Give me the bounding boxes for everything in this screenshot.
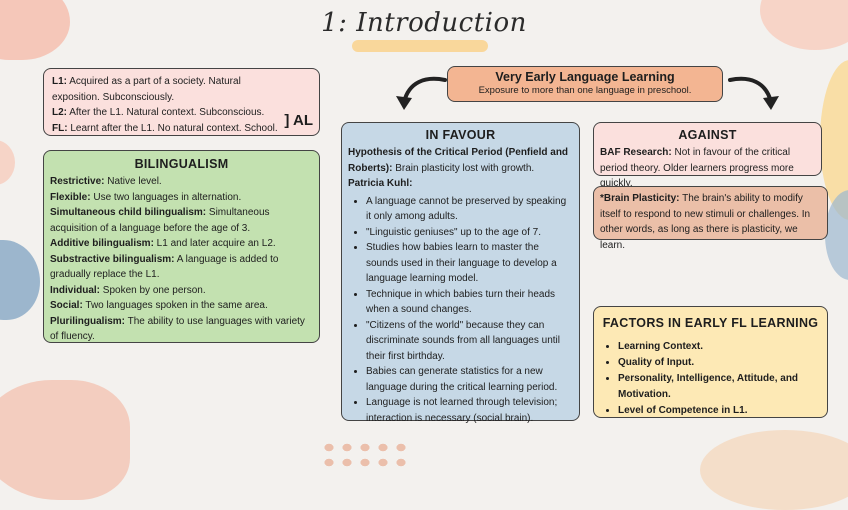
al-item-term: L1: [52,76,67,87]
al-item: L2: After the L1. Natural context. Subco… [52,105,282,121]
al-item: FL: Learnt after the L1. No natural cont… [52,121,282,137]
bilingualism-item-text: Spoken by one person. [100,284,206,296]
favour-bullet: Studies how babies learn to master the s… [366,240,573,287]
al-item-term: L2: [52,107,67,118]
against-term: BAF Research: [600,147,672,159]
favour-bullet: Technique in which babies turn their hea… [366,287,573,318]
factor-item: Level of Competence in L1. [618,403,821,419]
bilingualism-item: Social: Two languages spoken in the same… [50,298,313,314]
factor-item: Learning Context. [618,339,821,355]
factor-item: Personality, Intelligence, Attitude, and… [618,371,821,403]
bilingualism-item: Flexible: Use two languages in alternati… [50,190,313,206]
favour-bullet: "Linguistic geniuses" up to the age of 7… [366,225,573,241]
page-title: 1: Introduction [321,8,527,38]
favour-bullet: A language cannot be preserved by speaki… [366,194,573,225]
al-item-text: After the L1. Natural context. Subconsci… [67,107,265,118]
against-text: BAF Research: Not in favour of the criti… [600,145,815,192]
against-box: AGAINST BAF Research: Not in favour of t… [593,122,822,189]
bilingualism-item: Individual: Spoken by one person. [50,283,313,299]
bilingualism-item-term: Flexible: [50,191,91,203]
bilingualism-item: Simultaneous child bilingualism: Simulta… [50,205,313,236]
arrow-left-icon [396,76,447,110]
favour-bullet: Babies can generate statistics for a new… [366,364,573,395]
bilingualism-item-text: Use two languages in alternation. [90,191,242,203]
bilingualism-item-term: Substractive bilingualism: [50,253,175,265]
bilingualism-item: Substractive bilingualism: A language is… [50,252,313,283]
factor-item: Quality of Input. [618,355,821,371]
decor-blob-bottom-right [700,430,848,510]
against-title: AGAINST [678,128,737,142]
decor-blob-left-blue [0,240,40,320]
al-item-text: Acquired as a part of a society. Natural… [52,76,241,103]
bilingualism-item-term: Additive bilingualism: [50,238,154,250]
bilingualism-item-term: Social: [50,300,83,312]
center-subtitle: Exposure to more than one language in pr… [478,85,692,97]
plasticity-term: *Brain Plasticity: [600,193,680,204]
al-items: L1: Acquired as a part of a society. Nat… [52,74,282,136]
arrow-right-icon [728,76,779,110]
in-favour-title: IN FAVOUR [425,128,496,142]
al-item-text: Learnt after the L1. No natural context.… [67,122,278,134]
plasticity-desc: The brain's ability to modify itself to … [600,193,811,251]
bilingualism-box: BILINGUALISM Restrictive: Native level.F… [43,150,320,343]
bilingualism-item-term: Simultaneous child bilingualism: [50,207,207,219]
bilingualism-item-text: The ability to use languages with variet… [50,315,305,343]
bilingualism-item-text: A language is added to gradually replace… [50,253,279,281]
favour-bullet: "Citizens of the world" because they can… [366,318,573,365]
bilingualism-item-text: Native level. [104,176,162,188]
bilingualism-item-term: Restrictive: [50,176,105,188]
al-item-term: FL: [52,122,68,134]
bilingualism-item: Plurilingualism: The ability to use lang… [50,314,313,345]
center-title: Very Early Language Learning [495,70,675,84]
plasticity-text: *Brain Plasticity: The brain's ability t… [600,191,821,253]
factors-title: FACTORS IN EARLY FL LEARNING [602,316,819,330]
decor-dots [320,440,410,470]
bilingualism-item-term: Plurilingualism: [50,315,126,327]
bilingualism-item-text: Two languages spoken in the same area. [82,300,268,312]
favour-list: A language cannot be preserved by speaki… [348,194,573,427]
hypothesis-term: Hypothesis of the Critical Period (Penfi… [348,147,569,174]
al-bracket-label: ] AL [284,112,313,129]
title-underline [352,40,488,52]
bilingualism-item: Restrictive: Native level. [50,174,313,190]
kuhl-label: Patricia Kuhl: [348,178,413,190]
decor-blob-bottom-left [0,380,130,500]
center-box: Very Early Language Learning Exposure to… [447,66,723,102]
plasticity-box: *Brain Plasticity: The brain's ability t… [593,186,828,251]
decor-blob-left-mid [0,140,15,185]
al-item: L1: Acquired as a part of a society. Nat… [52,74,282,105]
hypothesis-text: Hypothesis of the Critical Period (Penfi… [348,145,573,176]
bilingualism-item: Additive bilingualism: L1 and later acqu… [50,236,313,252]
against-desc: Not in favour of the critical period the… [600,147,794,190]
bilingualism-title: BILINGUALISM [134,157,229,171]
factors-list: Learning Context.Quality of Input.Person… [600,339,821,419]
decor-blob-right-blue [825,190,848,280]
bilingualism-item-term: Individual: [50,284,100,296]
bilingualism-items: Restrictive: Native level.Flexible: Use … [50,174,313,345]
in-favour-box: IN FAVOUR Hypothesis of the Critical Per… [341,122,580,424]
factors-box: FACTORS IN EARLY FL LEARNING Learning Co… [593,306,828,418]
favour-bullet: Language is not learned through televisi… [366,395,573,426]
al-box: L1: Acquired as a part of a society. Nat… [43,68,320,136]
bilingualism-item-text: L1 and later acquire an L2. [153,238,276,250]
bilingualism-item-text: Simultaneous acquisition of a language b… [50,207,270,234]
hypothesis-desc: Brain plasticity lost with growth. [392,162,535,174]
